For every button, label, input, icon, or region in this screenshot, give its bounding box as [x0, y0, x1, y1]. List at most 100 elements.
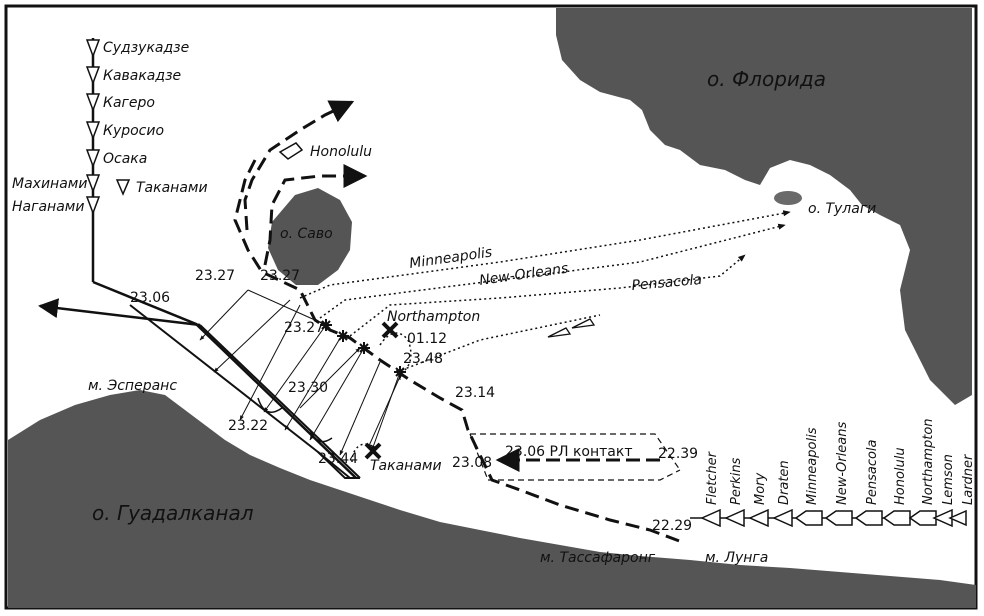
- us-course-main: [233, 159, 683, 544]
- hit-star: [320, 319, 332, 331]
- us-ship-label: Fletcher: [705, 450, 720, 505]
- takanami-bottom-label: Таканами: [370, 458, 442, 474]
- esperance-label: м. Эсперанс: [88, 378, 177, 394]
- arc-2344: [309, 429, 333, 443]
- us-ship-label: Lardner: [961, 453, 976, 505]
- sunk-marker-northampton: [381, 321, 399, 339]
- ship-marker: [948, 509, 967, 527]
- fire-line: [263, 324, 327, 413]
- us-course-honolulu: [243, 100, 355, 231]
- savo-island: [268, 188, 352, 285]
- us-ship-label: Honolulu: [893, 447, 908, 505]
- us-ship-label: Lemson: [941, 454, 956, 505]
- jp-ship-label: Осака: [103, 151, 147, 167]
- japanese-band-end: [317, 451, 360, 479]
- jp-ship-label-left: Наганами: [12, 199, 84, 215]
- jp-ship-label: Судзукадзе: [103, 40, 189, 56]
- us-ship-label: Northampton: [921, 418, 936, 505]
- fire-lines: [199, 289, 403, 456]
- us-ship-label: Mory: [753, 472, 768, 505]
- northampton-track: [401, 314, 601, 371]
- us-ship-label: Minneapolis: [805, 427, 820, 505]
- time-label: 22.39: [658, 446, 698, 462]
- tulagi-label: о. Тулаги: [808, 201, 876, 217]
- ship-marker: [824, 510, 853, 526]
- northampton-time-label: 01.12: [407, 331, 447, 347]
- honolulu-ship-marker: [278, 142, 304, 160]
- radar-box-left: [469, 433, 489, 481]
- fire-line: [284, 334, 343, 431]
- us-column-ship-markers: [700, 508, 967, 528]
- us-ship-label: Draten: [777, 460, 792, 505]
- pensacola-track: [349, 254, 746, 337]
- pensacola-label: Pensacola: [631, 272, 703, 294]
- time-label: 23.27: [195, 268, 235, 284]
- tulagi-island: [774, 191, 802, 205]
- ship-marker: [85, 121, 101, 141]
- radar-contact-label: 23.06 РЛ контакт: [505, 444, 632, 460]
- fire-line: [371, 371, 401, 451]
- fire-line: [299, 347, 361, 409]
- jp-ship-label: Кавакадзе: [103, 68, 181, 84]
- takanami-marker: [115, 179, 131, 196]
- guadalcanal-label: о. Гуадалканал: [92, 501, 254, 525]
- hit-markers: [320, 319, 406, 378]
- ship-marker: [85, 196, 101, 216]
- jp-ship-label: Кагеро: [103, 95, 155, 111]
- florida-label: о. Флорида: [707, 67, 826, 91]
- time-label: 23.08: [452, 455, 492, 471]
- time-label: 22.29: [652, 518, 692, 534]
- ship-marker: [724, 508, 745, 528]
- ship-marker: [772, 508, 793, 528]
- hit-star: [337, 330, 349, 342]
- florida-landmass: [556, 8, 972, 405]
- ship-marker: [700, 508, 721, 528]
- fire-line: [199, 289, 249, 341]
- fire-line: [339, 361, 381, 456]
- time-label: 23.27: [284, 320, 324, 336]
- time-label: 23.14: [455, 385, 495, 401]
- northampton-dotted-loop: [379, 332, 412, 373]
- radar-box-lower: [488, 469, 681, 481]
- takanami-top-label: Таканами: [136, 180, 208, 196]
- time-label: 23.06: [130, 290, 170, 306]
- ship-marker: [85, 39, 101, 59]
- time-label: 23.22: [228, 418, 268, 434]
- fire-line: [367, 371, 403, 449]
- us-ship-label: Perkins: [729, 457, 744, 505]
- ship-marker: [571, 318, 596, 329]
- arc-2322: [257, 397, 283, 413]
- ship-marker: [85, 93, 101, 113]
- radar-box-upper: [470, 433, 681, 471]
- ship-marker: [547, 327, 572, 338]
- ship-marker: [854, 510, 883, 526]
- sunk-marker-takanami: [364, 442, 382, 460]
- ship-marker: [85, 66, 101, 86]
- honolulu-label: Honolulu: [310, 144, 372, 160]
- lunga-label: м. Лунга: [705, 550, 768, 566]
- us-ship-label: New-Orleans: [835, 422, 850, 505]
- ship-marker: [85, 174, 101, 194]
- time-label: 23.44: [318, 451, 358, 467]
- northampton-label: Northampton: [387, 309, 480, 325]
- japanese-band-inner: [199, 324, 361, 479]
- pensacola-ship-markers: [547, 318, 596, 338]
- jp-ship-label-left: Махинами: [12, 176, 87, 192]
- us-course-north: [263, 164, 368, 266]
- fire-line: [213, 299, 291, 373]
- ship-marker: [85, 149, 101, 169]
- jp-ship-label: Куросио: [103, 123, 164, 139]
- hit-star: [358, 342, 370, 354]
- japanese-retreat-line: [38, 298, 201, 327]
- fire-line: [239, 304, 301, 421]
- ship-marker: [748, 508, 769, 528]
- japanese-ship-markers: [85, 39, 131, 216]
- guadalcanal-landmass: [8, 390, 976, 608]
- time-label: 23.27: [260, 268, 300, 284]
- tassafaronga-label: м. Тассафаронг: [540, 550, 656, 566]
- hit-star: [394, 366, 406, 378]
- time-label: 23.48: [403, 351, 443, 367]
- fire-line: [247, 289, 327, 326]
- minneapolis-track: [299, 210, 791, 299]
